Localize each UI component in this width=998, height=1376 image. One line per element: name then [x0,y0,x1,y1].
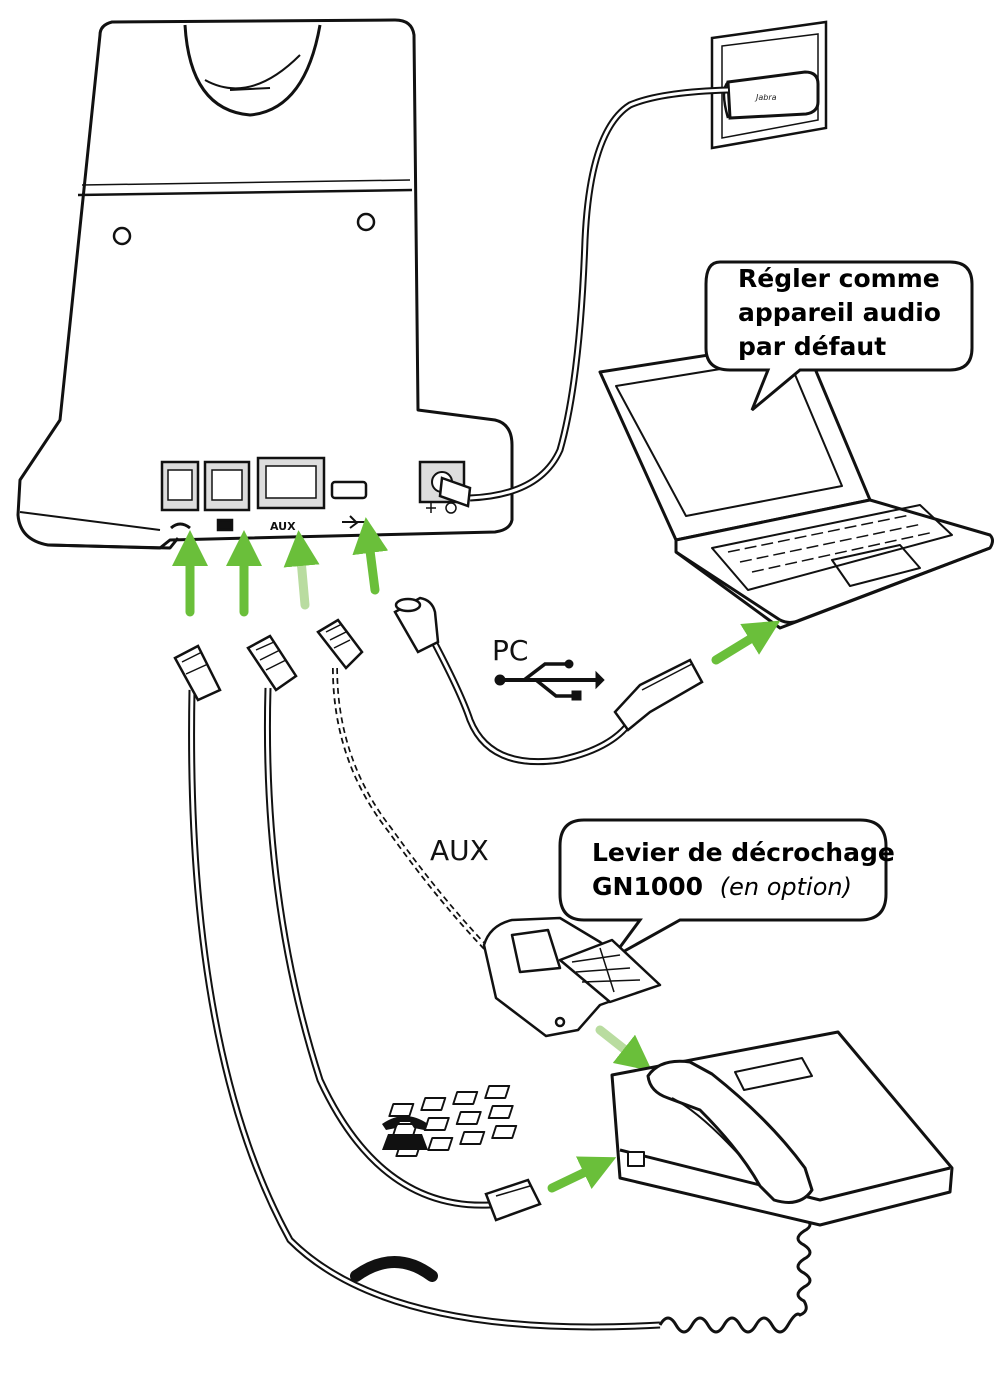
adapter-brand-label: Jabra [754,93,777,102]
port-symbol-power [426,502,457,514]
hook-switch-lifter [482,916,662,1038]
bubble-default-audio: Régler comme appareil audio par défaut [704,260,974,412]
wall-outlet: Jabra [710,20,828,150]
phone-line-cable [246,634,542,1222]
usb-connector-pc [613,658,704,732]
phone-connector-telephone [484,1178,542,1222]
arrow-laptop [711,620,781,665]
laptop [598,340,994,630]
port-handset [160,460,200,512]
power-plug [438,476,472,508]
bubble-default-audio-line3: par défaut [738,332,886,361]
bubble-hook-model: GN1000 [592,872,703,901]
port-symbol-handset [170,522,191,530]
port-symbol-phone [216,518,234,532]
usb-icon [494,659,605,701]
aux-connector [316,618,364,670]
usb-connector-base [393,596,440,654]
arrow-aux-port [283,530,320,610]
handset-icon [350,1256,438,1282]
bubble-default-audio-line2: appareil audio [738,298,941,327]
port-phone [203,460,251,512]
label-aux: AUX [430,834,489,867]
bubble-hook-line2: GN1000 (en option) [592,872,852,901]
bubble-hook-switch: Levier de décrochage GN1000 (en option) [558,818,895,960]
port-aux [256,456,326,510]
arrow-usb-port [352,517,389,595]
phone-connector-base [246,634,298,692]
port-usb [330,480,368,500]
arrow-phone-jack [547,1156,617,1193]
bubble-default-audio-line1: Régler comme [738,264,940,293]
desk-phone-handset [646,1059,814,1204]
power-adapter: Jabra [722,70,820,120]
connection-arrows [172,517,781,1193]
port-symbol-aux: AUX [270,520,296,533]
aux-cable [316,618,491,953]
handset-connector-base [173,644,222,702]
bubble-hook-optional: (en option) [720,873,852,901]
bubble-hook-line1: Levier de décrochage [592,838,895,867]
desk-phone [388,1030,954,1227]
arrow-hook-to-phone [595,1025,653,1072]
handset-cable [173,644,661,1331]
desk-phone-icon [382,1116,428,1150]
base-station [16,18,514,550]
label-pc: PC [492,634,528,667]
usb-cable [393,596,704,766]
